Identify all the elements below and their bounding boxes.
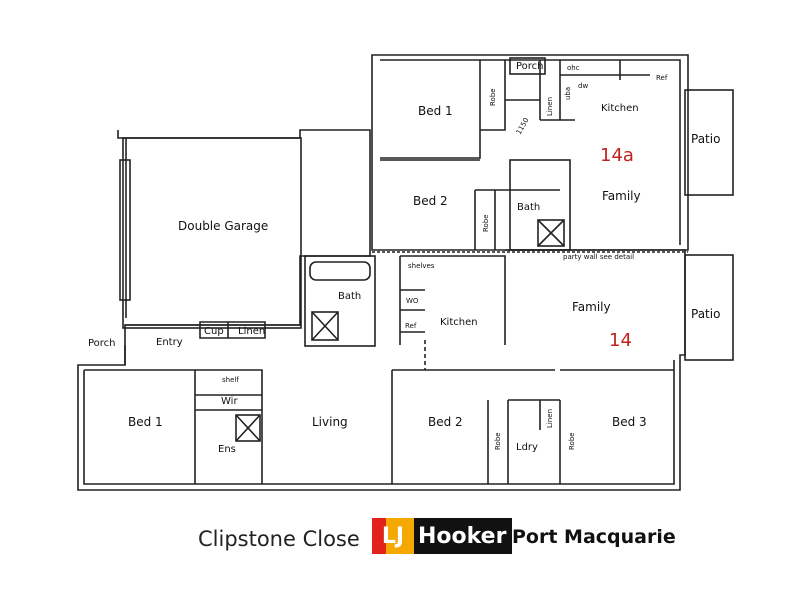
lower-bath-walls	[304, 255, 376, 347]
label-porch-upper: Porch	[516, 61, 544, 72]
label-living: Living	[312, 415, 348, 429]
label-robe-bed2-upper: Robe	[482, 214, 490, 232]
garage-door	[119, 159, 131, 301]
label-linen-upper: Linen	[546, 97, 554, 116]
label-bed3: Bed 3	[612, 415, 647, 429]
floor-plan: Double Garage Porch Entry Cup Linen Bath…	[77, 54, 734, 491]
label-bath-lower: Bath	[338, 291, 361, 302]
logo-hooker-text: Hooker	[414, 518, 513, 554]
upper-bed2-walls	[380, 159, 560, 250]
entry-walls	[124, 321, 300, 365]
label-family-lower: Family	[572, 300, 611, 314]
label-patio-lower: Patio	[691, 307, 720, 321]
upper-shower	[537, 219, 565, 247]
lower-bed-walls	[391, 369, 674, 484]
label-kitchen-lower: Kitchen	[440, 317, 478, 328]
label-cup: Cup	[204, 326, 224, 337]
label-ohc: ohc	[567, 64, 580, 72]
lower-shower	[311, 311, 339, 341]
label-bed2-lower: Bed 2	[428, 415, 463, 429]
label-party-wall: party wall see detail	[563, 253, 634, 261]
label-ref-lower: Ref	[405, 322, 417, 330]
label-ldry: Ldry	[516, 442, 538, 453]
lower-bed1-walls	[84, 369, 263, 484]
outer-wall-inner	[83, 138, 675, 485]
label-shelf: shelf	[222, 376, 239, 384]
lj-hooker-logo: LJ Hooker	[372, 518, 513, 554]
label-bed1-lower: Bed 1	[128, 415, 163, 429]
upper-bath-walls	[509, 159, 571, 251]
label-bed2-upper: Bed 2	[413, 194, 448, 208]
upper-kitchen-walls	[539, 60, 650, 121]
patio-upper	[684, 89, 734, 196]
label-shelves: shelves	[408, 262, 435, 270]
lower-kitchen-walls	[399, 255, 506, 345]
upper-bed1-walls	[380, 60, 540, 159]
logo-lj-mark: LJ	[372, 518, 414, 554]
label-bath-upper: Bath	[517, 202, 540, 213]
upper-porch	[509, 57, 546, 75]
label-linen-ldry: Linen	[546, 409, 554, 428]
upper-outer-wall	[371, 54, 689, 251]
label-porch-left: Porch	[88, 338, 116, 349]
patio-lower	[684, 254, 734, 361]
label-kitchen-upper: Kitchen	[601, 103, 639, 114]
lower-tub	[309, 261, 371, 281]
label-family-upper: Family	[602, 189, 641, 203]
address-text: Clipstone Close	[198, 527, 360, 551]
label-linen-entry: Linen	[238, 326, 265, 337]
unit-label-lower: 14	[609, 330, 632, 351]
label-robe-bed3: Robe	[568, 432, 576, 450]
ens-shower	[235, 414, 261, 442]
garage-wall	[122, 137, 302, 329]
label-ref-upper: Ref	[656, 74, 668, 82]
label-dw: dw	[578, 82, 588, 90]
label-double-garage: Double Garage	[178, 219, 268, 233]
label-patio-upper: Patio	[691, 132, 720, 146]
logo-lj-text: LJ	[381, 523, 405, 549]
label-bed1-upper: Bed 1	[418, 104, 453, 118]
label-dim-1150: 1150	[515, 117, 531, 136]
label-wir: Wir	[221, 396, 238, 407]
label-robe-bed1-upper: Robe	[489, 88, 497, 106]
label-entry: Entry	[156, 337, 183, 348]
unit-label-upper: 14a	[600, 145, 634, 166]
label-uba: uba	[564, 87, 572, 100]
label-wo: WO	[406, 297, 419, 305]
upper-outer-wall-inner	[380, 59, 681, 245]
room-labels: Double Garage Porch Entry Cup Linen Bath…	[88, 61, 720, 455]
office-name: Port Macquarie	[512, 526, 676, 548]
label-robe-bed2-lower: Robe	[494, 432, 502, 450]
label-ens: Ens	[218, 444, 236, 455]
